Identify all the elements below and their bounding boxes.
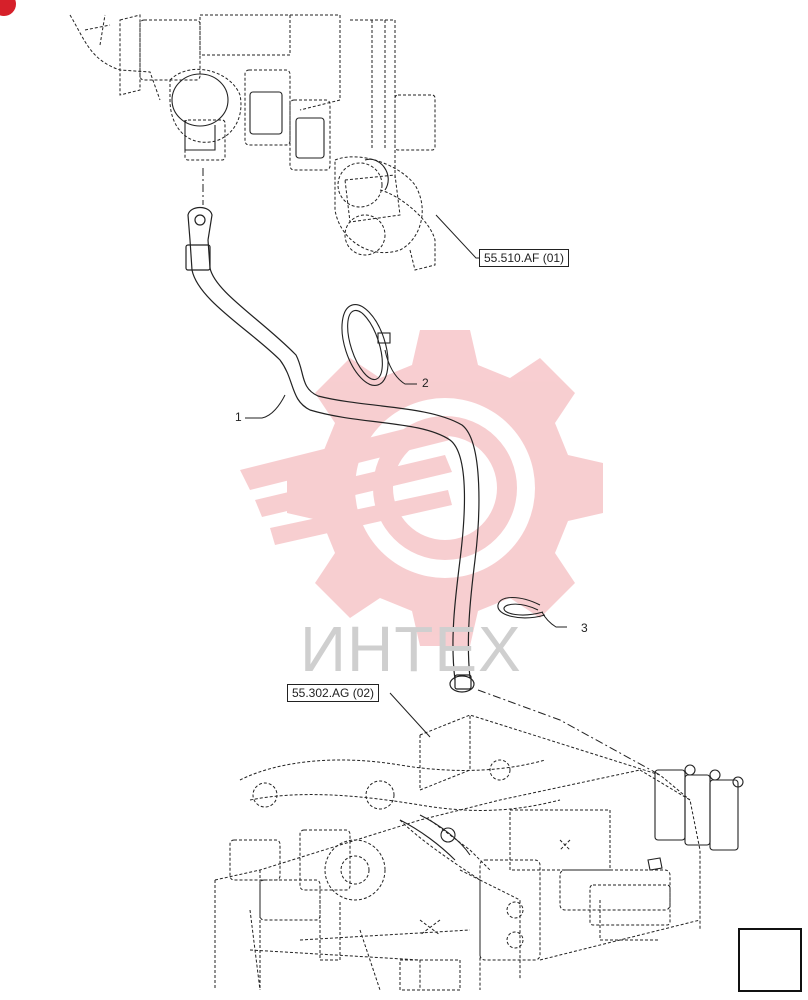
reference-label-upper[interactable]: 55.510.AF (01) — [479, 249, 570, 267]
previous-page-button[interactable] — [738, 928, 802, 992]
clip — [497, 596, 546, 619]
brand-badge-icon — [0, 0, 16, 16]
watermark-text: ИНТЕХ — [300, 613, 522, 685]
callout-1: 1 — [235, 410, 242, 424]
ground-cable — [185, 206, 480, 693]
lower-transmission-assembly — [214, 714, 701, 991]
cable-tie — [341, 304, 391, 386]
callout-3: 3 — [581, 621, 588, 635]
callout-2: 2 — [422, 376, 429, 390]
reference-label-lower[interactable]: 55.302.AG (02) — [287, 684, 380, 702]
upper-engine-assembly — [69, 14, 436, 271]
watermark-gear-icon — [240, 330, 603, 646]
